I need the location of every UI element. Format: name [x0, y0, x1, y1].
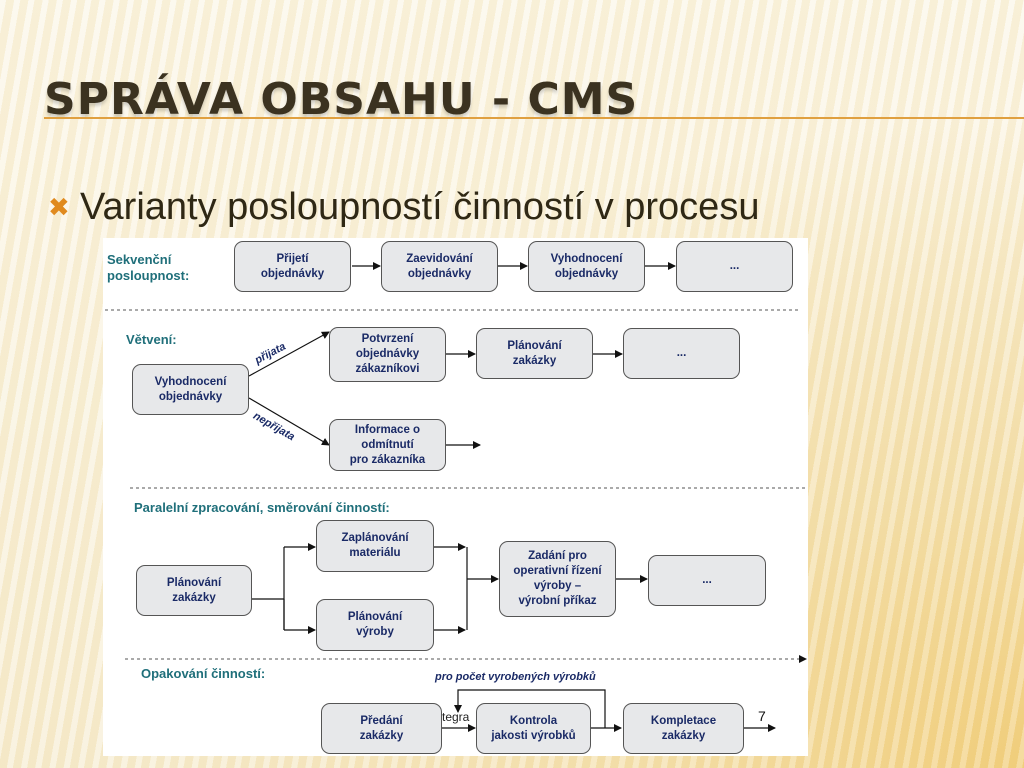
process-box: ...	[623, 328, 740, 379]
process-box: ...	[676, 241, 793, 292]
process-box: Plánování zakázky	[476, 328, 593, 379]
process-box: Kompletace zakázky	[623, 703, 744, 754]
section-label-repeat: Opakování činností:	[141, 666, 266, 681]
bullet-text: Varianty posloupností činností v procesu	[80, 186, 760, 228]
process-box: Kontrola jakosti výrobků	[476, 703, 591, 754]
process-diagram: Sekvenční posloupnost: Větvení: Paraleln…	[103, 238, 808, 756]
process-box: Informace o odmítnutí pro zákazníka	[329, 419, 446, 471]
process-box: Vyhodnocení objednávky	[132, 364, 249, 415]
cross-bullet-icon: ✖	[48, 192, 70, 223]
process-box: Plánování výroby	[316, 599, 434, 651]
section-label-branching: Větvení:	[126, 332, 177, 347]
section-label-sequential: Sekvenční posloupnost:	[107, 252, 190, 283]
process-box: Předání zakázky	[321, 703, 442, 754]
process-box: ...	[648, 555, 766, 606]
process-box: Vyhodnocení objednávky	[528, 241, 645, 292]
section-label-parallel: Paralelní zpracování, směrování činností…	[134, 500, 390, 515]
process-box: Zaevidování objednávky	[381, 241, 498, 292]
process-box: Plánování zakázky	[136, 565, 252, 616]
process-box: Potvrzení objednávky zákazníkovi	[329, 327, 446, 382]
slide-title: SPRÁVA OBSAHU - CMS	[44, 74, 639, 125]
overlay-text-fragment: tegra	[442, 710, 470, 724]
arrow-accepted	[248, 331, 330, 377]
process-box: Zaplánování materiálu	[316, 520, 434, 572]
arrow-rejected	[248, 397, 330, 446]
loop-arrow	[454, 689, 606, 728]
edge-label-loop: pro počet vyrobených výrobků	[435, 671, 596, 683]
diagram-connectors	[105, 262, 808, 732]
page-number: 7	[758, 708, 766, 724]
process-box: Přijetí objednávky	[234, 241, 351, 292]
bullet-item: ✖ Varianty posloupností činností v proce…	[48, 186, 759, 229]
process-box: Zadání pro operativní řízení výroby – vý…	[499, 541, 616, 617]
title-underline	[44, 117, 1024, 119]
